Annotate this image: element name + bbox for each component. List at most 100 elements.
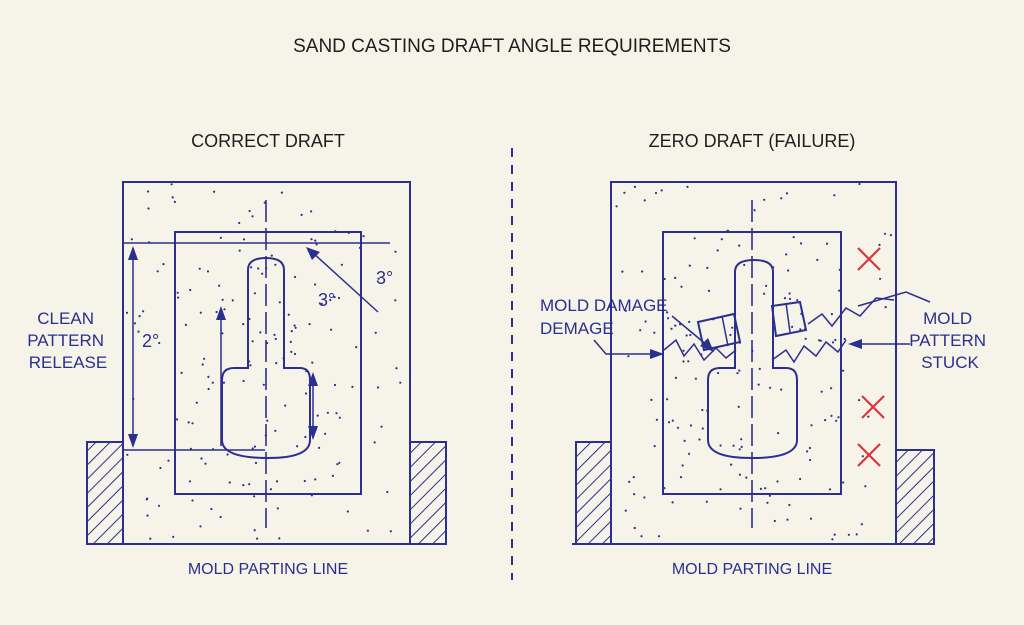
sand-speckle (674, 276, 677, 279)
sand-speckle (689, 424, 693, 427)
sand-speckle (834, 338, 837, 342)
failure-x-icon (861, 395, 885, 419)
sand-speckle (667, 317, 670, 320)
sand-speckle (251, 447, 254, 450)
sand-speckle (624, 309, 627, 312)
sand-speckle (329, 298, 332, 302)
sand-speckle (262, 383, 265, 386)
sand-speckle (780, 197, 783, 200)
sand-speckle (195, 401, 198, 404)
sand-speckle (671, 419, 674, 422)
sand-speckle (395, 367, 398, 370)
sand-speckle (311, 361, 314, 364)
sand-speckle (667, 421, 671, 424)
sand-speckle (824, 419, 827, 422)
right-support-block-left (575, 441, 612, 545)
left-cavity-dots (177, 236, 358, 491)
sand-speckle (835, 419, 838, 422)
sand-speckle (316, 414, 319, 417)
sand-speckle (682, 349, 685, 352)
left-angle-label-3deg-upper: 3° (376, 268, 393, 288)
sand-speckle (253, 445, 256, 448)
sand-speckle (145, 498, 148, 501)
sand-speckle (253, 292, 256, 295)
sand-speckle (838, 289, 841, 292)
sand-speckle (130, 238, 133, 241)
sand-speckle (791, 325, 794, 328)
sand-speckle (785, 253, 788, 256)
left-sand-mold (122, 181, 411, 545)
sand-speckle (689, 333, 692, 337)
broken-sand-chunk-right (770, 300, 808, 338)
sand-speckle (162, 263, 165, 266)
sand-speckle (201, 363, 204, 366)
sand-speckle (399, 381, 402, 384)
sand-speckle (736, 372, 739, 375)
sand-speckle (816, 258, 819, 261)
sand-speckle (639, 329, 642, 332)
sand-speckle (763, 292, 766, 295)
sand-speckle (763, 198, 766, 201)
sand-speckle (879, 277, 882, 280)
sand-speckle (682, 360, 685, 363)
sand-speckle (719, 444, 722, 447)
correct-draft-panel: CORRECT DRAFT MOLD PARTING LINE 2° (27, 131, 448, 578)
sand-speckle (628, 480, 631, 483)
sand-speckle (126, 453, 129, 456)
mold-damage-label: MOLD DAMAGE DEMAGE (540, 296, 672, 338)
sand-speckle (831, 341, 835, 344)
sand-speckle (284, 404, 287, 407)
left-angle-leader-head (306, 247, 320, 260)
sand-speckle (278, 537, 281, 540)
sand-speckle (769, 386, 772, 389)
sand-speckle (757, 383, 760, 386)
sand-speckle (878, 243, 881, 246)
sand-speckle (170, 183, 173, 186)
sand-speckle (187, 421, 190, 424)
sand-speckle (253, 495, 256, 498)
sand-speckle (346, 510, 349, 513)
sand-speckle (810, 424, 813, 427)
sand-speckle (310, 238, 313, 241)
sand-speckle (653, 445, 656, 448)
sand-speckle (242, 323, 245, 326)
right-support-block-right (895, 449, 935, 545)
sand-speckle (147, 190, 150, 193)
sand-speckle (180, 371, 183, 374)
sand-speckle (759, 487, 763, 490)
sand-speckle (314, 478, 317, 481)
sand-speckle (799, 242, 803, 245)
sand-speckle (809, 458, 812, 462)
sand-speckle (394, 250, 397, 253)
sand-speckle (304, 435, 307, 439)
sand-speckle (809, 517, 813, 520)
sand-speckle (310, 210, 313, 213)
left-vertical-arrow-bottom (128, 434, 138, 448)
sand-speckle (219, 515, 222, 519)
sand-speckle (738, 369, 741, 372)
left-vertical-arrow-top (128, 246, 138, 260)
sand-speckle (627, 355, 630, 358)
sand-speckle (242, 484, 245, 487)
sand-speckle (231, 299, 234, 302)
sand-speckle (842, 481, 845, 484)
mold-damage-leader-upper-head (700, 338, 714, 352)
sand-speckle (633, 493, 636, 496)
sand-speckle (326, 411, 329, 414)
sand-speckle (883, 232, 887, 235)
sand-speckle (740, 438, 743, 441)
sand-speckle (242, 379, 245, 383)
sand-speckle (219, 236, 222, 239)
sand-speckle (701, 427, 704, 430)
sand-speckle (732, 444, 735, 447)
sand-speckle (198, 267, 201, 270)
sand-speckle (694, 377, 698, 380)
left-height-arrow-top (308, 372, 318, 386)
sand-speckle (818, 339, 821, 342)
sand-speckle (266, 419, 269, 422)
sand-speckle (783, 297, 787, 300)
left-sand-dots (125, 183, 402, 540)
sand-speckle (831, 538, 834, 541)
clean-pattern-release-label: CLEAN PATTERN RELEASE (27, 309, 109, 372)
